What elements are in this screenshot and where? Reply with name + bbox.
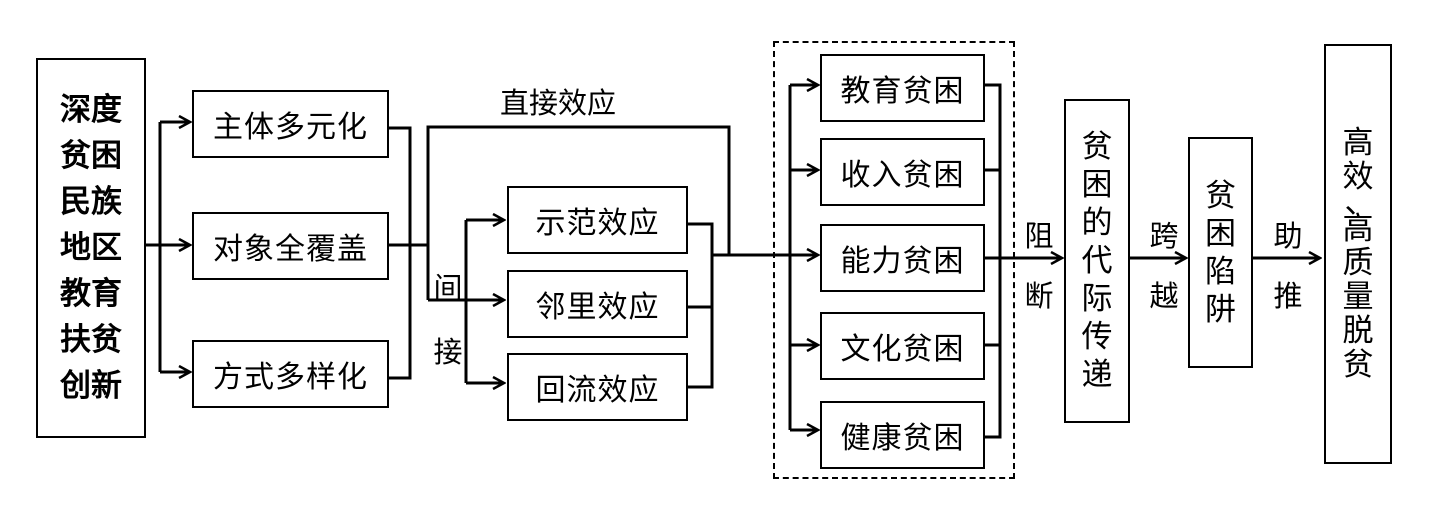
mode-label: 主体多元化 [213, 110, 368, 145]
direct-effect-label: 直接效应 [500, 86, 617, 120]
help-label: 助 推 [1273, 219, 1303, 313]
indirect-effect-label: 间 接 [433, 271, 463, 369]
poverty-label: 能力贫困 [840, 244, 965, 279]
effect-label: 示范效应 [535, 206, 660, 241]
mode-diverse-methods-box: 方式多样化 [192, 340, 389, 408]
poverty-label: 收入贫困 [840, 158, 965, 193]
poverty-trap-text: 贫 困 陷 阱 [1205, 177, 1236, 328]
mode-label: 对象全覆盖 [213, 232, 368, 267]
effect-label: 回流效应 [535, 373, 660, 408]
effect-label: 邻里效应 [535, 290, 660, 325]
intergenerational-transmission-text: 贫 困 的 代 际 传 递 [1081, 129, 1113, 393]
poverty-label: 健康贫困 [840, 421, 965, 456]
health-poverty-box: 健康贫困 [820, 401, 985, 469]
poverty-label: 教育贫困 [840, 74, 965, 109]
neighborhood-effect-box: 邻里效应 [507, 270, 688, 338]
demonstration-effect-box: 示范效应 [507, 186, 688, 254]
block-label: 阻 断 [1024, 219, 1054, 313]
poverty-types-group [773, 41, 1015, 479]
education-innovation-text: 深度 贫困 民族 地区 教育 扶贫 创新 [60, 92, 122, 404]
mode-diverse-subjects-box: 主体多元化 [192, 90, 389, 158]
intergenerational-transmission-box: 贫 困 的 代 际 传 递 [1064, 99, 1130, 423]
mode-label: 方式多样化 [213, 360, 368, 395]
culture-poverty-box: 文化贫困 [820, 312, 985, 380]
final-poverty-alleviation-text: 高 效 、 高 质 量 脱 贫 [1342, 125, 1376, 383]
poverty-trap-box: 贫 困 陷 阱 [1188, 137, 1253, 368]
cross-label: 跨 越 [1149, 219, 1179, 313]
income-poverty-box: 收入贫困 [820, 138, 985, 206]
final-poverty-alleviation-box: 高 效 、 高 质 量 脱 贫 [1324, 44, 1392, 464]
education-innovation-box: 深度 贫困 民族 地区 教育 扶贫 创新 [36, 58, 146, 438]
education-poverty-box: 教育贫困 [820, 54, 985, 122]
capability-poverty-box: 能力贫困 [820, 224, 985, 292]
mode-full-coverage-box: 对象全覆盖 [192, 212, 389, 280]
return-effect-box: 回流效应 [507, 353, 688, 421]
poverty-label: 文化贫困 [840, 332, 965, 367]
